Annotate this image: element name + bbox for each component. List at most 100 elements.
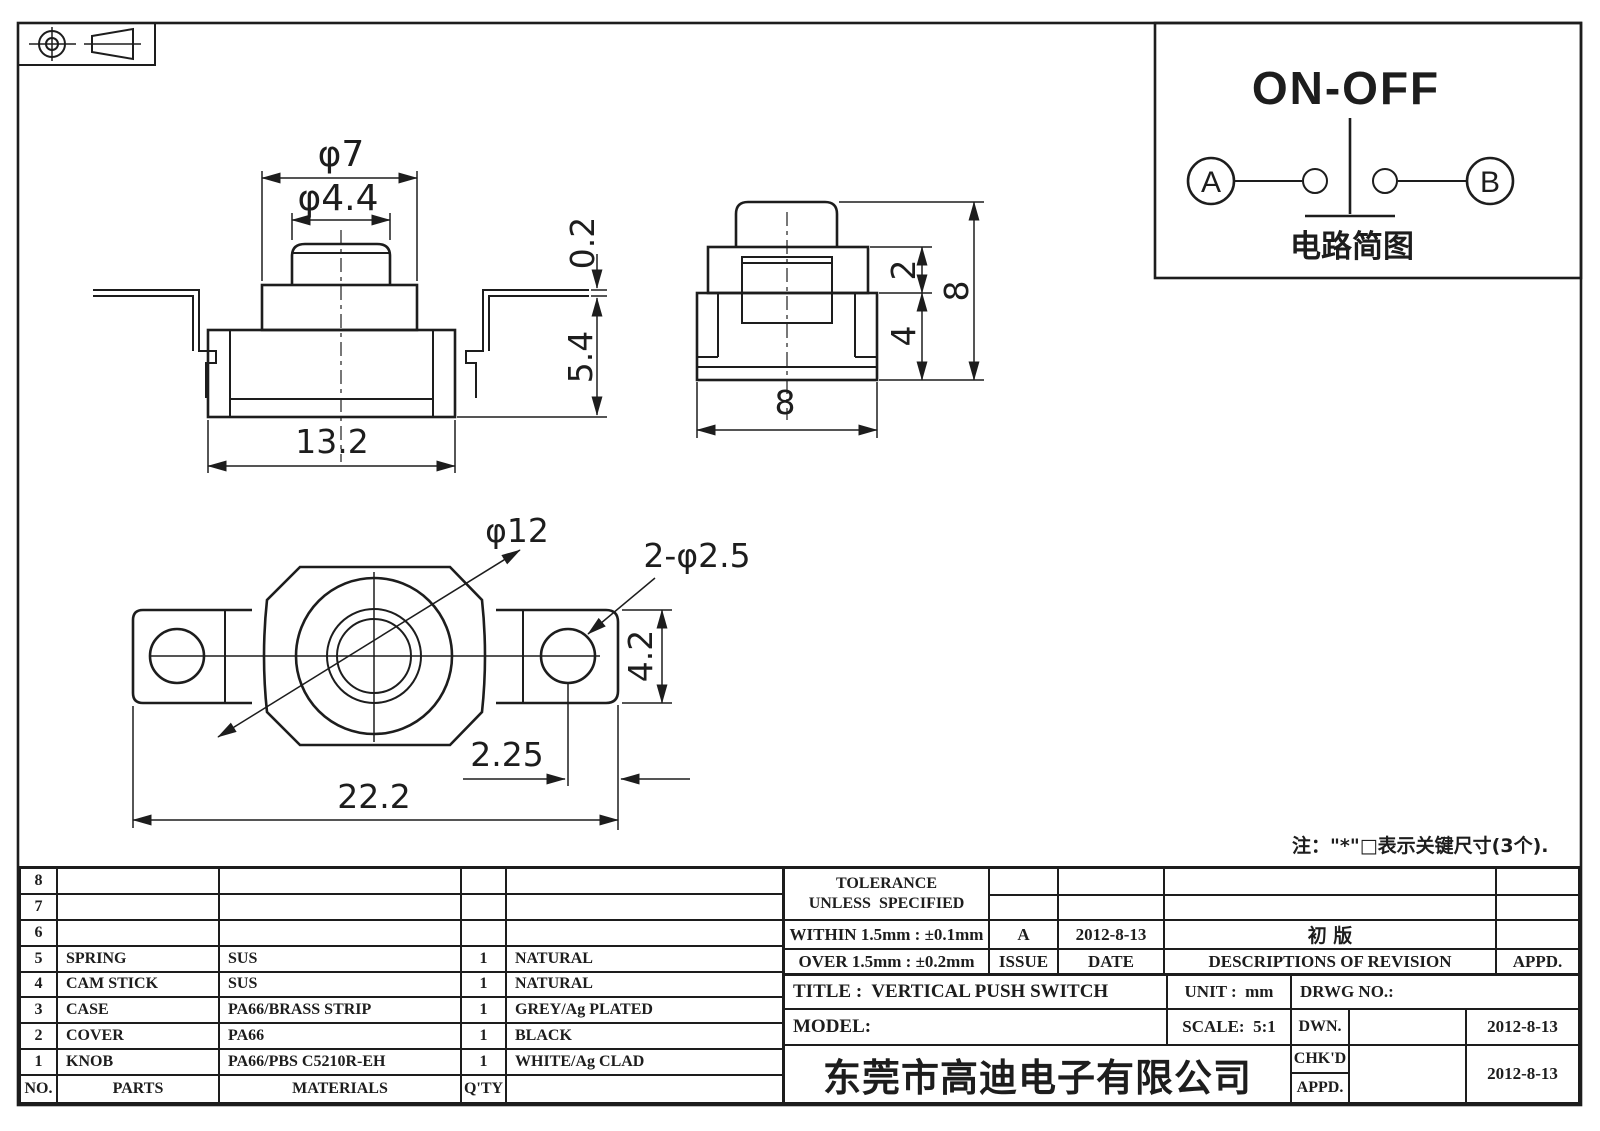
left-tab bbox=[131, 608, 252, 705]
row3-part: CASE bbox=[58, 998, 220, 1025]
row4-no: 4 bbox=[21, 972, 58, 999]
row3-material: PA66/BRASS STRIP bbox=[220, 998, 462, 1025]
tolerance-within: WITHIN 1.5mm : ±0.1mm bbox=[785, 921, 990, 950]
dim-phi7: φ7 bbox=[318, 134, 365, 175]
row4-part: CAM STICK bbox=[58, 972, 220, 999]
circuit-caption: 电路简图 bbox=[1290, 229, 1414, 265]
row8-part bbox=[58, 869, 220, 895]
dwn-label: DWN. bbox=[1292, 1010, 1350, 1046]
row5-material: SUS bbox=[220, 946, 462, 973]
right-hole bbox=[539, 627, 597, 685]
row6-part bbox=[58, 920, 220, 947]
row8-finish bbox=[507, 869, 782, 895]
rev-cell-empty-7 bbox=[1165, 896, 1497, 921]
tolerance-over: OVER 1.5mm : ±0.2mm bbox=[785, 950, 990, 973]
revision-header: DESCRIPTIONS OF REVISION bbox=[1165, 950, 1497, 973]
drwg-no-cell: DRWG NO.: bbox=[1292, 976, 1578, 1010]
tolerance-header: TOLERANCE UNLESS SPECIFIED bbox=[785, 869, 990, 921]
row5-part: SPRING bbox=[58, 946, 220, 973]
dim-8-width: 8 bbox=[775, 383, 796, 422]
left-lead bbox=[93, 289, 217, 398]
row7-qty bbox=[462, 894, 507, 921]
projection-cone-icon bbox=[91, 27, 134, 61]
row8-no: 8 bbox=[21, 869, 58, 895]
title-block: TITLE : VERTICAL PUSH SWITCH UNIT : mm D… bbox=[785, 976, 1581, 1105]
row2-qty: 1 bbox=[462, 1024, 507, 1051]
contact-left-icon bbox=[1302, 168, 1328, 194]
left-hole bbox=[148, 627, 206, 685]
appd-header: APPD. bbox=[1512, 951, 1563, 971]
row2-material: PA66 bbox=[220, 1024, 462, 1051]
projection-symbol bbox=[17, 22, 156, 66]
row5-no: 5 bbox=[21, 946, 58, 973]
row2-finish: BLACK bbox=[507, 1024, 782, 1051]
terminal-b-circle bbox=[1465, 156, 1515, 206]
row1-no: 1 bbox=[21, 1050, 58, 1077]
dim-0-2: 0.2 bbox=[563, 217, 602, 269]
unit-cell: UNIT : mm bbox=[1168, 976, 1292, 1010]
row7-finish bbox=[507, 895, 782, 921]
issue-label: ISSUE bbox=[990, 950, 1059, 973]
row3-finish: GREY/Ag PLATED bbox=[507, 998, 782, 1025]
dim-2-phi25: 2-φ2.5 bbox=[643, 536, 750, 575]
row4-finish: NATURAL bbox=[507, 973, 782, 999]
rev-cell-empty-8 bbox=[1497, 896, 1578, 921]
row3-no: 3 bbox=[21, 998, 58, 1025]
rev-cell-empty-4 bbox=[1497, 869, 1578, 896]
row4-qty: 1 bbox=[462, 972, 507, 999]
chkd-date: 2012-8-13 bbox=[1487, 1064, 1558, 1083]
row6-no: 6 bbox=[21, 920, 58, 947]
row1-finish: WHITE/Ag CLAD bbox=[507, 1050, 782, 1077]
drawing-title: TITLE : VERTICAL PUSH SWITCH bbox=[785, 976, 1168, 1010]
scale-cell: SCALE: 5:1 bbox=[1168, 1010, 1292, 1046]
rev-cell-empty-6 bbox=[1059, 896, 1165, 921]
model-cell: MODEL: bbox=[785, 1010, 1168, 1046]
rev-cell-empty-3 bbox=[1165, 869, 1497, 896]
date-label: DATE bbox=[1059, 950, 1165, 973]
dim-2: 2 bbox=[884, 260, 923, 281]
company-name: 东莞市高迪电子有限公司 bbox=[785, 1046, 1292, 1102]
row6-qty bbox=[462, 920, 507, 947]
header-finish bbox=[507, 1076, 782, 1102]
header-qty: Q'TY bbox=[462, 1076, 507, 1102]
dim-22-2: 22.2 bbox=[337, 777, 410, 816]
dwn-signature bbox=[1350, 1010, 1467, 1046]
header-no: NO. bbox=[21, 1076, 58, 1102]
top-view: φ12 2-φ2.5 4.2 2.25 22.2 bbox=[131, 511, 751, 830]
rev-cell-empty-1 bbox=[990, 869, 1059, 896]
row6-finish bbox=[507, 921, 782, 947]
row7-part bbox=[58, 894, 220, 921]
tolerance-line2: UNLESS SPECIFIED bbox=[808, 895, 965, 912]
revision-description: 初 版 bbox=[1165, 921, 1497, 950]
row8-material bbox=[220, 869, 462, 895]
chkd-label: CHK'D bbox=[1292, 1046, 1350, 1074]
header-materials: MATERIALS bbox=[220, 1076, 462, 1102]
row7-no: 7 bbox=[21, 894, 58, 921]
issue-value: A bbox=[990, 921, 1059, 950]
appd-label: APPD. bbox=[1292, 1074, 1350, 1102]
dim-phi44: φ4.4 bbox=[298, 178, 379, 219]
right-lead bbox=[465, 289, 589, 398]
rev-cell-empty-2 bbox=[1059, 869, 1165, 896]
key-dimension-note: 注："*"□表示关键尺寸(3个). bbox=[1292, 835, 1549, 857]
dim-4-2: 4.2 bbox=[621, 630, 660, 682]
dim-8-height: 8 bbox=[937, 281, 976, 302]
row5-qty: 1 bbox=[462, 946, 507, 973]
row5-finish: NATURAL bbox=[507, 947, 782, 973]
dim-5-4: 5.4 bbox=[561, 331, 600, 383]
row6-material bbox=[220, 920, 462, 947]
terminal-a-label: A bbox=[1201, 166, 1221, 199]
rev-cell-empty-5 bbox=[990, 896, 1059, 921]
right-tab bbox=[496, 608, 620, 705]
sheet-border bbox=[16, 21, 1583, 1107]
circuit-title: ON-OFF bbox=[1252, 62, 1440, 114]
revision-appd-value bbox=[1497, 921, 1578, 950]
parts-table: 8 7 6 5 SPRING SUS 1 NATURAL 4 CAM STICK… bbox=[18, 866, 785, 1105]
row7-material bbox=[220, 894, 462, 921]
dim-13-2: 13.2 bbox=[295, 422, 368, 461]
row1-material: PA66/PBS C5210R-EH bbox=[220, 1050, 462, 1077]
dim-phi12: φ12 bbox=[485, 511, 549, 550]
row2-part: COVER bbox=[58, 1024, 220, 1051]
